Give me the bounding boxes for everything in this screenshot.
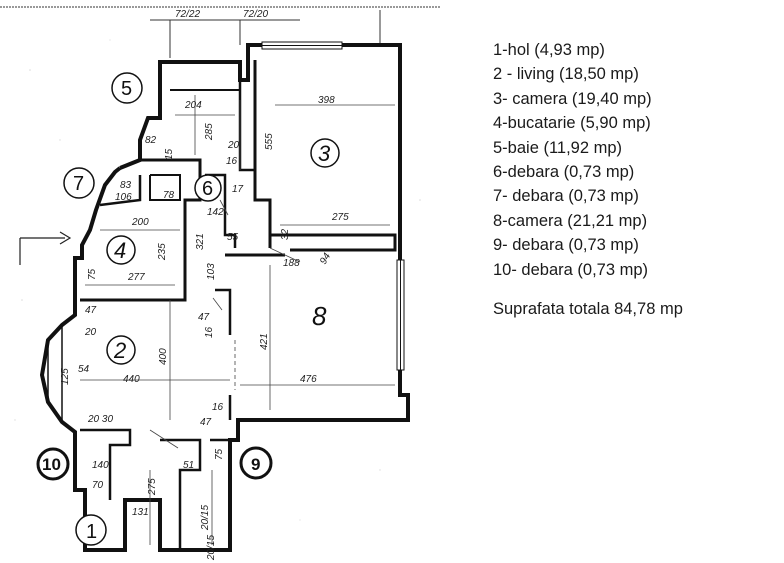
entry-arrow <box>19 231 72 265</box>
dim-103: 103 <box>206 263 217 280</box>
dim-20-living: 20 <box>84 327 97 338</box>
legend-item-10: 10- debara (0,73 mp) <box>493 260 649 279</box>
dim-20-upper: 20 <box>227 140 240 151</box>
dim-285: 285 <box>204 123 215 141</box>
dim-440: 440 <box>123 374 140 385</box>
dimension-lines <box>80 95 395 545</box>
dim-75-kitchen: 75 <box>87 268 98 280</box>
room-circles <box>36 72 273 546</box>
legend-item-2: 2 - living (18,50 mp) <box>493 65 639 84</box>
dim-94: 94 <box>318 251 333 267</box>
dim-47-right: 47 <box>198 312 210 323</box>
dim-131: 131 <box>132 507 149 518</box>
dim-32: 32 <box>280 228 291 240</box>
dim-55: 55 <box>227 232 239 243</box>
dim-83: 83 <box>120 180 132 191</box>
room-legend: 1-hol (4,93 mp) 2 - living (18,50 mp) 3-… <box>493 38 778 282</box>
dim-188: 188 <box>283 258 300 269</box>
legend-item-4: 4-bucatarie (5,90 mp) <box>493 114 651 133</box>
dim-398: 398 <box>318 95 335 106</box>
room-number-3: 3 <box>318 141 331 166</box>
legend-item-3: 3- camera (19,40 mp) <box>493 89 652 108</box>
dim-17: 17 <box>232 184 244 195</box>
dim-16-lower: 16 <box>212 402 224 413</box>
dim-78: 78 <box>163 190 175 201</box>
dim-15: 15 <box>164 148 175 160</box>
dim-51: 51 <box>183 460 194 471</box>
windows <box>261 41 405 371</box>
dim-421: 421 <box>259 333 270 350</box>
dim-16-living: 16 <box>204 326 215 338</box>
room-number-10: 10 <box>42 455 61 474</box>
dim-82: 82 <box>145 135 157 146</box>
dim-235: 235 <box>157 243 168 261</box>
room-number-6: 6 <box>202 178 213 200</box>
dim-140: 140 <box>92 460 109 471</box>
legend-item-8: 8-camera (21,21 mp) <box>493 211 648 230</box>
total-area: Suprafata totala 84,78 mp <box>493 300 683 318</box>
dim-400: 400 <box>158 348 169 365</box>
legend-item-9: 9- debara (0,73 mp) <box>493 236 639 255</box>
room-number-5: 5 <box>121 78 132 100</box>
header-label-left: 72/22 <box>175 9 200 20</box>
room-number-4: 4 <box>114 238 126 263</box>
legend-item-6: 6-debara (0,73 mp) <box>493 163 635 182</box>
dim-20-15-b: 20/15 <box>206 535 217 561</box>
dim-277: 277 <box>127 272 145 283</box>
dim-200: 200 <box>131 217 149 228</box>
legend-item-7: 7- debara (0,73 mp) <box>493 187 639 206</box>
dim-47-lower: 47 <box>200 417 212 428</box>
header-lines <box>0 6 440 58</box>
header-label-right: 72/20 <box>243 9 268 20</box>
dim-204: 204 <box>184 100 202 111</box>
dim-75-closet: 75 <box>214 448 225 460</box>
dim-54: 54 <box>78 364 90 375</box>
dim-275-hall: 275 <box>147 478 158 496</box>
dim-321: 321 <box>195 233 206 250</box>
legend-item-1: 1-hol (4,93 mp) <box>493 41 605 59</box>
dim-275-upper: 275 <box>331 212 349 223</box>
dim-70: 70 <box>92 480 104 491</box>
dim-20-15-a: 20/15 <box>200 505 211 531</box>
dim-142: 142 <box>207 207 224 218</box>
room-number-7: 7 <box>73 173 84 195</box>
legend-item-5: 5-baie (11,92 mp) <box>493 138 623 157</box>
room-ring-3 <box>106 138 340 365</box>
floor-plan: 72/22 72/20 <box>0 6 440 561</box>
dim-20-30: 20 30 <box>87 414 113 425</box>
walls <box>39 43 410 552</box>
room-number-1: 1 <box>86 521 97 543</box>
dim-476: 476 <box>300 374 317 385</box>
room-number-8: 8 <box>312 301 327 331</box>
dim-106: 106 <box>115 192 132 203</box>
room-number-9: 9 <box>251 455 260 474</box>
dim-47-top: 47 <box>85 305 97 316</box>
dim-125: 125 <box>60 368 71 385</box>
dimension-labels: 204 398 285 555 82 20 16 15 83 78 106 17… <box>60 95 349 561</box>
room-number-2: 2 <box>113 338 126 363</box>
dim-555: 555 <box>264 133 275 150</box>
dim-16-upper: 16 <box>226 156 238 167</box>
